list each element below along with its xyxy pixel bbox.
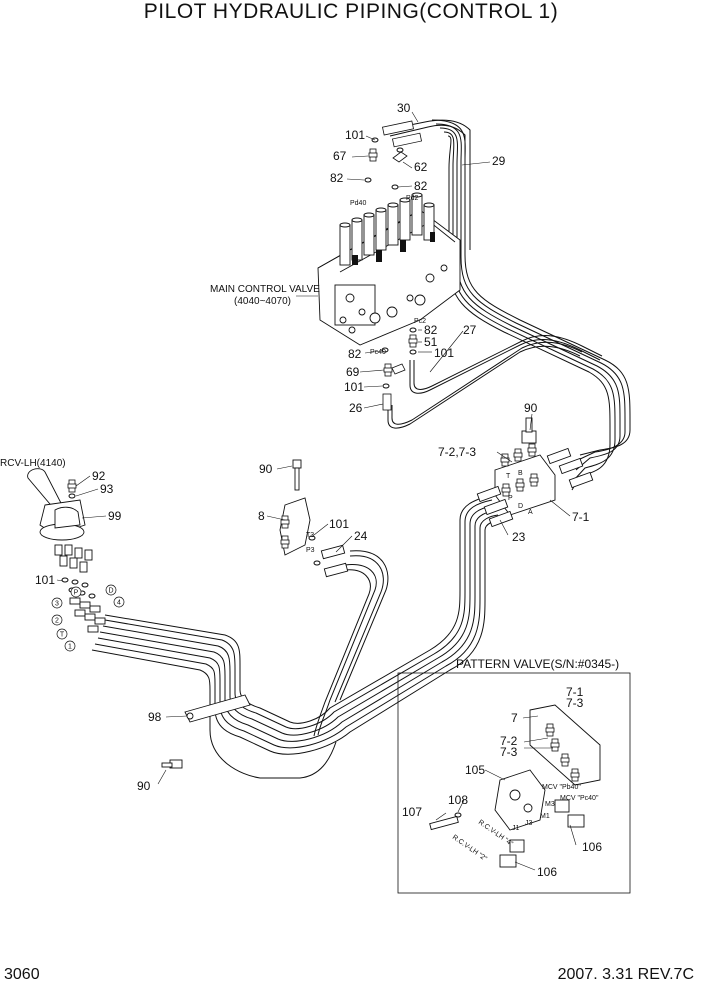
callout-82: 82 — [330, 171, 344, 185]
mcv-pc40-label: MCV "Pc40" — [560, 795, 599, 802]
hose-24 — [313, 550, 389, 737]
hose-30 — [382, 119, 471, 252]
callout-7: 7 — [511, 711, 518, 725]
rcv-port-label: 1 — [68, 644, 72, 651]
callout-7-2: 7-2 — [500, 734, 518, 748]
hose-bundle-29 — [431, 119, 631, 491]
callout-106: 106 — [582, 840, 602, 854]
callout-29: 29 — [492, 154, 506, 168]
callout-7-3: 7-3 — [500, 745, 518, 759]
pattern-valve-assembly — [429, 704, 601, 868]
callout-82: 82 — [348, 347, 362, 361]
callout-108: 108 — [448, 793, 468, 807]
mcv-pb40-label: MCV "Pb40" — [542, 784, 581, 791]
diagram-labels: MAIN CONTROL VALVE (4040~4070) RCV-LH(41… — [0, 195, 619, 863]
port-a-label: A — [528, 509, 533, 516]
hose-27 — [387, 335, 603, 429]
rcv-port-markers: 3 P 2 T 1 D 4 — [51, 584, 125, 652]
callout-105: 105 — [465, 763, 485, 777]
port-b-label: B — [518, 470, 523, 477]
port-d-label: D — [518, 503, 523, 510]
port-p3-label: P3 — [306, 547, 315, 554]
port-pc2-label: Pc2 — [414, 318, 426, 325]
callout-23: 23 — [512, 530, 526, 544]
rcv-port-label: 2 — [55, 618, 59, 625]
leader-lines — [56, 111, 577, 871]
page-title: PILOT HYDRAULIC PIPING(CONTROL 1) — [143, 0, 559, 23]
callout-98: 98 — [148, 710, 162, 724]
callout-107: 107 — [402, 805, 422, 819]
callout-7-1: 7-1 — [566, 685, 584, 699]
rcv-port-label: T — [60, 632, 65, 639]
callout-62: 62 — [414, 160, 428, 174]
pattern-valve-label: PATTERN VALVE(S/N:#0345-) — [456, 657, 619, 671]
callout-82: 82 — [424, 323, 438, 337]
port-pd2-label: Pd2 — [406, 195, 419, 202]
page-number: 3060 — [4, 966, 40, 983]
callout-101: 101 — [35, 573, 55, 587]
port-pc40-label: Pc40 — [370, 349, 386, 356]
callout-numbers: 30 29 101 67 62 82 82 82 27 51 101 82 69… — [35, 101, 602, 879]
callout-93: 93 — [100, 482, 114, 496]
port-pd40-label: Pd40 — [350, 200, 366, 207]
callout-90: 90 — [137, 779, 151, 793]
mcv-range-label: (4040~4070) — [234, 296, 291, 307]
rcv-lh-2-label: R.C.V-LH "2" — [451, 834, 489, 863]
rcv-lh-label: RCV-LH(4140) — [0, 458, 66, 469]
callout-106: 106 — [537, 865, 557, 879]
rcv-lh-joystick — [27, 468, 106, 633]
callout-7-3: 7-3 — [566, 696, 584, 710]
callout-8: 8 — [258, 509, 265, 523]
callout-30: 30 — [397, 101, 411, 115]
port-j1-label: J1 — [512, 825, 520, 832]
callout-69: 69 — [346, 365, 360, 379]
callout-82: 82 — [414, 179, 428, 193]
port-t-label: T — [506, 473, 511, 480]
callout-7-2-7-3: 7-2,7-3 — [438, 445, 476, 459]
callout-99: 99 — [108, 509, 122, 523]
mcv-fittings — [364, 137, 418, 411]
rcv-port-label: 3 — [55, 601, 59, 608]
callout-7-1: 7-1 — [572, 510, 590, 524]
port-m1-label: M1 — [540, 813, 550, 820]
mcv-label: MAIN CONTROL VALVE — [210, 284, 320, 295]
pattern-valve-frame — [397, 672, 631, 894]
rcv-port-label: 4 — [117, 600, 121, 607]
port-t3-label: T3 — [306, 532, 314, 539]
callout-90: 90 — [524, 401, 538, 415]
callout-51: 51 — [424, 335, 438, 349]
bracket-8 — [279, 459, 349, 578]
rcv-port-label: P — [74, 590, 79, 597]
rcv-port-label: D — [108, 588, 113, 595]
port-j3-label: J3 — [525, 820, 533, 827]
callout-67: 67 — [333, 149, 347, 163]
callout-26: 26 — [349, 401, 363, 415]
callout-101: 101 — [434, 346, 454, 360]
port-m3-label: M3 — [545, 801, 555, 808]
callout-27: 27 — [463, 323, 477, 337]
callout-101: 101 — [345, 128, 365, 142]
revision-date: 2007. 3.31 REV.7C — [557, 966, 694, 983]
callout-24: 24 — [354, 529, 368, 543]
port-p-label: P — [508, 495, 513, 502]
callout-101: 101 — [329, 517, 349, 531]
valve-block-7-1 — [476, 417, 594, 528]
main-control-valve — [317, 192, 461, 346]
callout-90: 90 — [259, 462, 273, 476]
hose-bundle-main — [91, 494, 503, 779]
callout-101: 101 — [344, 380, 364, 394]
callout-92: 92 — [92, 469, 106, 483]
clamp-98 — [161, 694, 251, 769]
